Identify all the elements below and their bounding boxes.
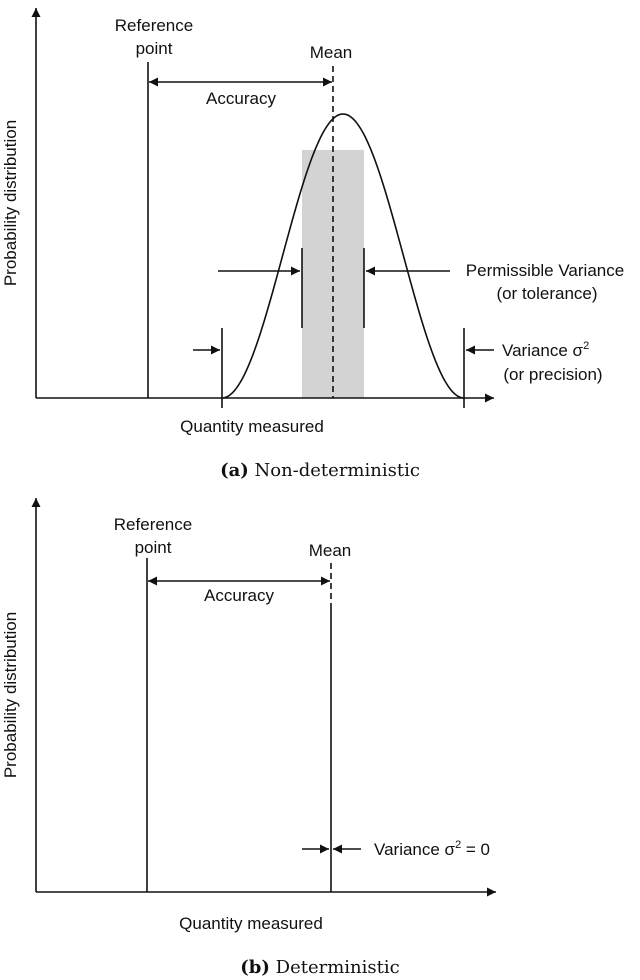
variance-label-main: Variance σ bbox=[502, 341, 584, 360]
variance-label-b-main: Variance σ bbox=[374, 840, 456, 859]
variance-label-b-tail: = 0 bbox=[461, 840, 490, 859]
y-axis-label: Probability distribution bbox=[1, 120, 20, 286]
caption-b-tag: (b) bbox=[240, 957, 270, 978]
x-axis-label-b: Quantity measured bbox=[179, 914, 323, 933]
precision-label: (or precision) bbox=[503, 365, 602, 384]
variance-label-b-sup: 2 bbox=[455, 839, 461, 851]
x-axis-label: Quantity measured bbox=[180, 417, 324, 436]
reference-label-b-line1: Reference bbox=[114, 515, 192, 534]
distribution-curve bbox=[221, 113, 465, 399]
variance-label: Variance σ2 bbox=[502, 340, 589, 360]
caption-b-text: Deterministic bbox=[276, 957, 400, 978]
accuracy-label-b: Accuracy bbox=[204, 586, 274, 605]
caption-a-tag: (a) bbox=[220, 460, 249, 481]
panel-a: Reference point Mean Accuracy Permissibl… bbox=[1, 8, 624, 481]
accuracy-label: Accuracy bbox=[206, 89, 276, 108]
variance-label-b: Variance σ2 = 0 bbox=[374, 839, 490, 859]
reference-label-line2: point bbox=[136, 39, 173, 58]
panel-b: Reference point Mean Accuracy Variance σ… bbox=[1, 498, 496, 978]
caption-a-text: Non-deterministic bbox=[255, 460, 420, 481]
reference-label-line1: Reference bbox=[115, 16, 193, 35]
mean-label: Mean bbox=[310, 43, 353, 62]
reference-label-b-line2: point bbox=[135, 538, 172, 557]
permissible-variance-label: Permissible Variance bbox=[466, 261, 624, 280]
variance-label-sup: 2 bbox=[583, 340, 589, 352]
caption-b: (b) Deterministic bbox=[240, 957, 399, 978]
tolerance-label: (or tolerance) bbox=[496, 284, 597, 303]
y-axis-label-b: Probability distribution bbox=[1, 612, 20, 778]
mean-label-b: Mean bbox=[309, 541, 352, 560]
caption-a: (a) Non-deterministic bbox=[220, 460, 420, 481]
